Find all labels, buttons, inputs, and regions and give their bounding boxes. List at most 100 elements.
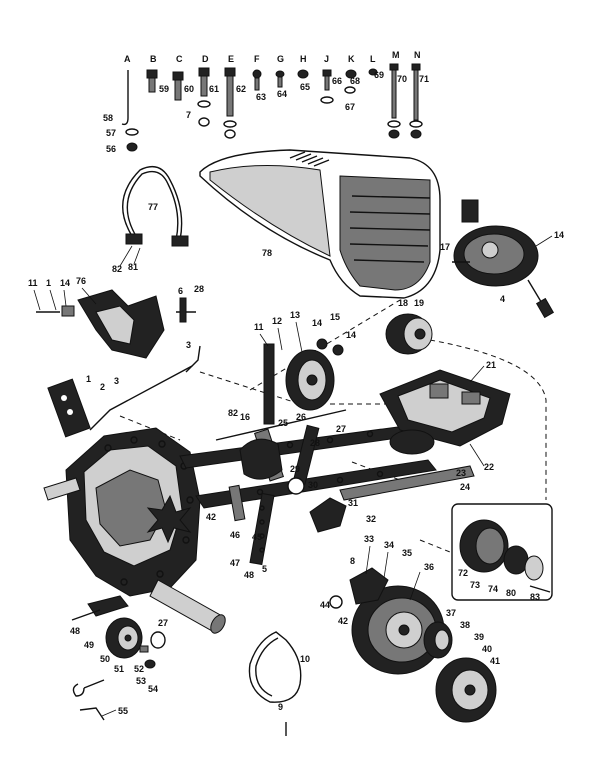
callout-14d: 14 — [346, 330, 356, 340]
nut-icon — [316, 338, 328, 350]
callout-78: 78 — [262, 248, 272, 258]
axle-end — [210, 614, 226, 634]
callout-54: 54 — [148, 684, 158, 694]
bearing-cluster: 18 19 — [385, 298, 433, 355]
upright-48 — [249, 492, 275, 566]
bearing-bore — [414, 328, 426, 340]
belt-guard-hood: 78 — [199, 149, 441, 299]
mount-slot — [461, 391, 481, 405]
letter-b: B — [150, 54, 157, 64]
handle-bracket: 11 1 14 76 6 28 — [28, 276, 204, 359]
callout-3b: 3 — [114, 376, 119, 386]
callout-14c: 14 — [312, 318, 322, 328]
callout-82b: 82 — [228, 408, 238, 418]
callout-32: 32 — [366, 514, 376, 524]
callout-64: 64 — [277, 89, 287, 99]
lever-25 — [292, 424, 320, 486]
hood-vent-slots — [289, 151, 330, 167]
shift-rod-line — [89, 345, 201, 431]
pulley-13-hub — [306, 374, 318, 386]
callout-60: 60 — [184, 84, 194, 94]
callout-70: 70 — [397, 74, 407, 84]
callout-27b: 27 — [158, 618, 168, 628]
clutch-drum-face — [475, 527, 505, 565]
callout-42: 42 — [206, 512, 216, 522]
washer-icon — [387, 120, 401, 128]
clutch-hub — [481, 241, 499, 259]
callout-34: 34 — [384, 540, 394, 550]
callout-56: 56 — [106, 144, 116, 154]
nut-icon — [198, 117, 210, 127]
callout-28b: 28 — [310, 438, 320, 448]
callout-11b: 11 — [254, 322, 264, 332]
callout-16: 16 — [240, 412, 250, 422]
letter-d: D — [202, 54, 209, 64]
clutch-washer — [524, 555, 544, 581]
callout-67: 67 — [345, 102, 355, 112]
callout-72: 72 — [458, 568, 468, 578]
screw-icon — [252, 69, 262, 79]
callout-30: 30 — [308, 480, 318, 490]
bolt-shank-icon — [324, 75, 330, 91]
callout-66: 66 — [332, 76, 342, 86]
bolt-shank-icon — [200, 75, 208, 97]
letter-m: M — [392, 50, 400, 60]
callout-59: 59 — [159, 84, 169, 94]
bearing-37-bore — [434, 629, 450, 651]
callout-29: 29 — [290, 464, 300, 474]
callout-12: 12 — [272, 316, 282, 326]
bracket-nut — [61, 305, 75, 317]
strap-loop — [122, 166, 183, 241]
letter-l: L — [370, 54, 376, 64]
washer-icon — [223, 120, 237, 128]
callout-15: 15 — [330, 312, 340, 322]
bracket-49 — [87, 595, 129, 617]
nut-icon — [144, 659, 156, 669]
shift-lever-plate — [47, 378, 91, 438]
wrench-shaft — [83, 679, 105, 689]
callout-24: 24 — [460, 482, 470, 492]
frame-rail-lower — [195, 459, 437, 509]
nut-icon — [410, 129, 422, 139]
small-bolt-stem — [179, 297, 187, 323]
callout-3a: 3 — [186, 340, 191, 350]
callout-50: 50 — [100, 654, 110, 664]
bolt-shank-icon — [148, 77, 156, 93]
washer-icon — [320, 96, 334, 104]
letter-c: C — [176, 54, 183, 64]
letter-a: A — [124, 54, 131, 64]
callout-55: 55 — [118, 706, 128, 716]
callout-19: 19 — [414, 298, 424, 308]
callout-14b: 14 — [60, 278, 70, 288]
callout-71: 71 — [419, 74, 429, 84]
gear-50-hub — [124, 634, 132, 642]
wire-strap: 77 82 81 — [112, 166, 189, 274]
washer-icon — [150, 631, 166, 649]
bolt-head-icon — [411, 63, 421, 71]
callout-14a: 14 — [554, 230, 564, 240]
screw-shank-icon — [254, 77, 260, 91]
callout-47: 47 — [230, 558, 240, 568]
letter-e: E — [228, 54, 234, 64]
nut-icon — [297, 69, 309, 79]
plate-hole — [61, 395, 67, 401]
clutch-disc — [503, 545, 529, 575]
link-31 — [309, 497, 347, 533]
nut-icon — [345, 69, 357, 79]
callout-37: 37 — [446, 608, 456, 618]
bolt-head-icon — [389, 63, 399, 71]
engine-mount-plate: 21 22 — [379, 360, 511, 472]
clutch-arm — [461, 199, 479, 223]
washer-icon — [125, 128, 139, 136]
pulley-bracket — [349, 567, 389, 605]
callout-6: 6 — [178, 286, 183, 296]
drive-pulley-hub — [398, 624, 410, 636]
callout-10: 10 — [300, 654, 310, 664]
shift-rod: 3 2 1 3 — [47, 340, 201, 438]
pulley-41-hub — [464, 684, 476, 696]
mount-bearing — [389, 429, 435, 455]
hood-front-panel — [339, 175, 431, 291]
strap-loop-inner — [126, 170, 179, 241]
letter-f: F — [254, 54, 260, 64]
